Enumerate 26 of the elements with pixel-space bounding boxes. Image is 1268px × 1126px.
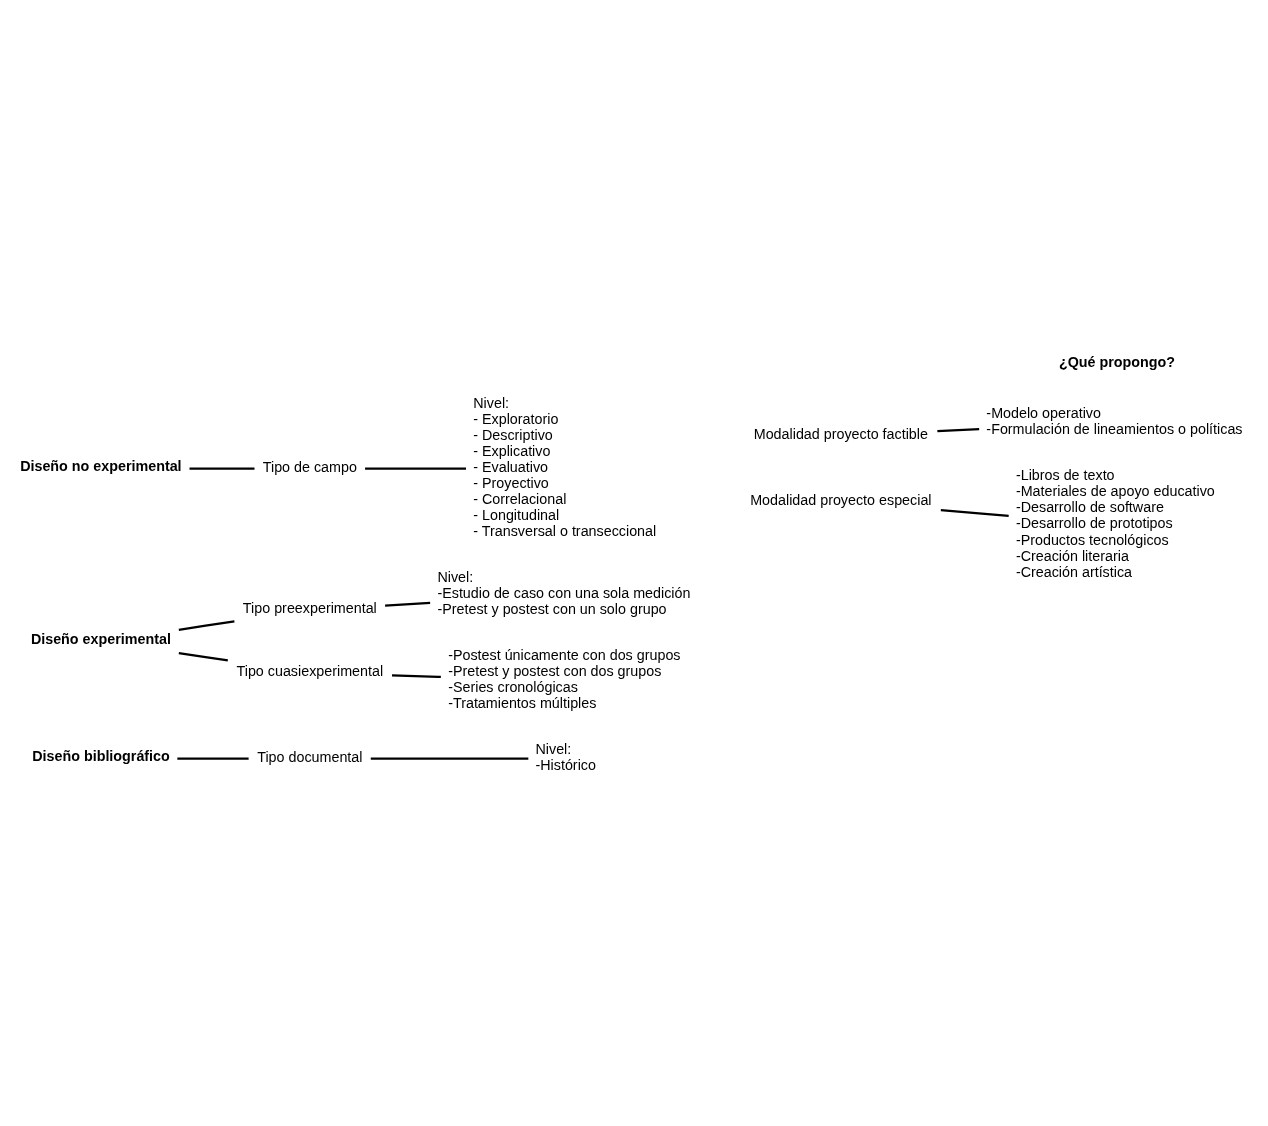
- node-text: Diseño no experimental: [20, 457, 182, 474]
- node-text: Tipo cuasiexperimental: [236, 662, 384, 679]
- label: ¿Qué propongo?: [1058, 353, 1175, 370]
- node-text: Nivel: - Exploratorio - Descriptivo - Explicativo - Evaluativo - Proyectivo - Correlacional - Longitudinal - Transversal o transeccional: [473, 394, 657, 539]
- connector: [177, 757, 249, 760]
- connector: [937, 427, 980, 432]
- node-text: Modalidad proyecto factible: [753, 425, 928, 442]
- node-text: Diseño experimental: [30, 630, 171, 647]
- connector: [178, 619, 235, 631]
- connector: [178, 651, 228, 662]
- node-text: Modalidad proyecto especial: [750, 491, 932, 508]
- connector: [392, 673, 441, 678]
- node-text: Nivel: -Histórico: [535, 740, 596, 773]
- connector: [370, 757, 529, 760]
- node-text: Tipo documental: [257, 748, 363, 765]
- node-text: -Modelo operativo -Formulación de lineamientos o políticas: [986, 404, 1243, 437]
- node-text: -Postest únicamente con dos grupos -Pretest y postest con dos grupos -Series cronológicas -Tratamientos múltiples: [448, 646, 681, 711]
- node-text: Nivel: -Estudio de caso con una sola medición -Pretest y postest con un solo grupo: [437, 568, 691, 617]
- node-text: Tipo de campo: [262, 458, 357, 475]
- connector: [189, 466, 255, 470]
- connector: [385, 601, 431, 607]
- node-text: Tipo preexperimental: [242, 599, 377, 616]
- node-text: Diseño bibliográfico: [32, 747, 170, 764]
- connector: [940, 508, 1009, 517]
- connector: [365, 466, 466, 470]
- node-text: -Libros de texto -Materiales de apoyo educativo -Desarrollo de software -Desarrollo de prototipos -Productos tecnológicos -Creación literaria -Creación artística: [1015, 466, 1215, 580]
